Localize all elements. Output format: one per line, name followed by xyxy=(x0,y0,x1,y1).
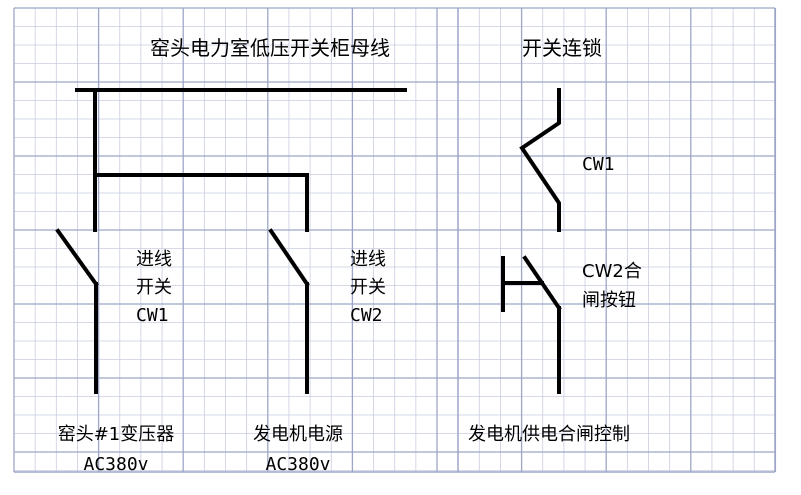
source2-name: 发电机电源 xyxy=(253,424,343,445)
grid-minor-lines xyxy=(14,8,775,472)
source1-name: 窑头#1变压器 xyxy=(58,424,175,445)
cw1-contact-label: CW1 xyxy=(582,154,615,175)
switch-cw2-label-line3: CW2 xyxy=(350,305,383,326)
cw1-nc-contact xyxy=(519,116,561,232)
switch-cw1-label-line1: 进线 xyxy=(136,249,172,270)
right-panel-title: 开关连锁 xyxy=(522,36,602,60)
switch-cw1-label-line3: CW1 xyxy=(136,305,169,326)
source1-rating: AC380v xyxy=(83,454,148,475)
cw2-button-label-line2: 闸按钮 xyxy=(582,290,636,311)
switch-cw2-blade xyxy=(268,228,310,287)
switch-cw2-label-line2: 开关 xyxy=(350,277,386,298)
switch-cw1-blade xyxy=(55,228,99,287)
grid-major-lines xyxy=(13,7,777,473)
busbar-wiring xyxy=(55,88,407,394)
control-circuit xyxy=(501,88,562,394)
right-panel-caption: 发电机供电合闸控制 xyxy=(468,424,630,445)
cw2-button-label-line1: CW2合 xyxy=(582,261,642,282)
bus-branch-2 xyxy=(93,173,309,232)
left-panel-title: 窑头电力室低压开关柜母线 xyxy=(150,36,390,60)
switch-cw1-label-line2: 开关 xyxy=(136,277,172,298)
switch-cw2-label-line1: 进线 xyxy=(350,249,386,270)
source2-rating: AC380v xyxy=(265,454,330,475)
